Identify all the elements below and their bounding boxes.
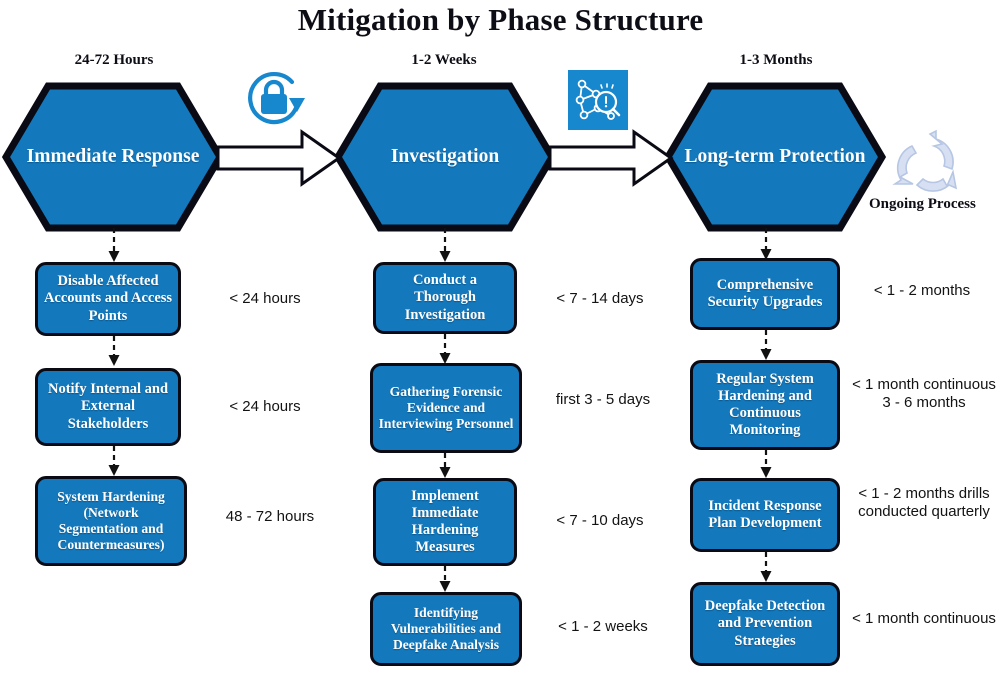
lock-refresh-icon	[240, 68, 308, 130]
phase-hexagon-long-term-protection[interactable]: Long-term Protection	[663, 82, 887, 232]
phase-hexagon-immediate-response[interactable]: Immediate Response	[1, 82, 225, 232]
phase-transition-arrow-2	[548, 129, 674, 187]
step-duration: < 7 - 14 days	[556, 290, 644, 307]
connector-hex-to-step-c1	[107, 228, 121, 264]
connector-step-c3-3	[759, 552, 773, 584]
step-duration: < 1 month continuous 3 - 6 months	[852, 376, 996, 412]
network-analysis-icon	[568, 70, 628, 130]
step-box[interactable]: Identifying Vulnerabilities and Deepfake…	[370, 592, 522, 666]
step-duration: < 1 - 2 months	[873, 282, 971, 299]
connector-step-c1-2	[107, 446, 121, 478]
step-box[interactable]: Deepfake Detection and Prevention Strate…	[690, 582, 840, 666]
step-box[interactable]: Incident Response Plan Development	[690, 478, 840, 552]
step-box[interactable]: Gathering Forensic Evidence and Intervie…	[370, 363, 522, 453]
connector-step-c1-1	[107, 336, 121, 368]
step-duration: < 1 - 2 months drills conducted quarterl…	[858, 485, 990, 521]
step-box[interactable]: Regular System Hardening and Continuous …	[690, 360, 840, 450]
connector-hex-to-step-c2	[438, 228, 452, 264]
step-box[interactable]: Conduct a Thorough Investigation	[373, 262, 517, 334]
connector-step-c2-1	[438, 334, 452, 366]
connector-step-c3-1	[759, 330, 773, 362]
step-duration: < 1 - 2 weeks	[558, 618, 648, 635]
step-duration: < 1 month continuous	[852, 610, 996, 627]
step-duration: < 7 - 10 days	[556, 512, 644, 529]
step-box[interactable]: Disable Affected Accounts and Access Poi…	[35, 262, 181, 336]
connector-step-c3-2	[759, 450, 773, 480]
page-title: Mitigation by Phase Structure	[297, 2, 704, 37]
phase-timeframe-long-term-protection: 1-3 Months	[739, 52, 813, 68]
connector-step-c2-3	[438, 566, 452, 594]
cycle-arrows-icon	[889, 122, 971, 200]
step-box[interactable]: Implement Immediate Hardening Measures	[373, 478, 517, 566]
step-box[interactable]: Comprehensive Security Upgrades	[690, 258, 840, 330]
step-box[interactable]: Notify Internal and External Stakeholder…	[35, 368, 181, 446]
phase-transition-arrow-1	[216, 129, 342, 187]
step-duration: first 3 - 5 days	[555, 391, 651, 408]
step-duration: < 24 hours	[229, 398, 301, 415]
ongoing-process-label: Ongoing Process	[869, 196, 976, 212]
connector-step-c2-2	[438, 453, 452, 480]
connector-hex-to-step-c3	[759, 228, 773, 262]
step-duration: < 24 hours	[229, 290, 301, 307]
phase-timeframe-investigation: 1-2 Weeks	[411, 52, 477, 68]
step-box[interactable]: System Hardening (Network Segmentation a…	[35, 476, 187, 566]
phase-timeframe-immediate-response: 24-72 Hours	[74, 52, 154, 68]
phase-hexagon-investigation[interactable]: Investigation	[333, 82, 557, 232]
step-duration: 48 - 72 hours	[225, 508, 315, 525]
